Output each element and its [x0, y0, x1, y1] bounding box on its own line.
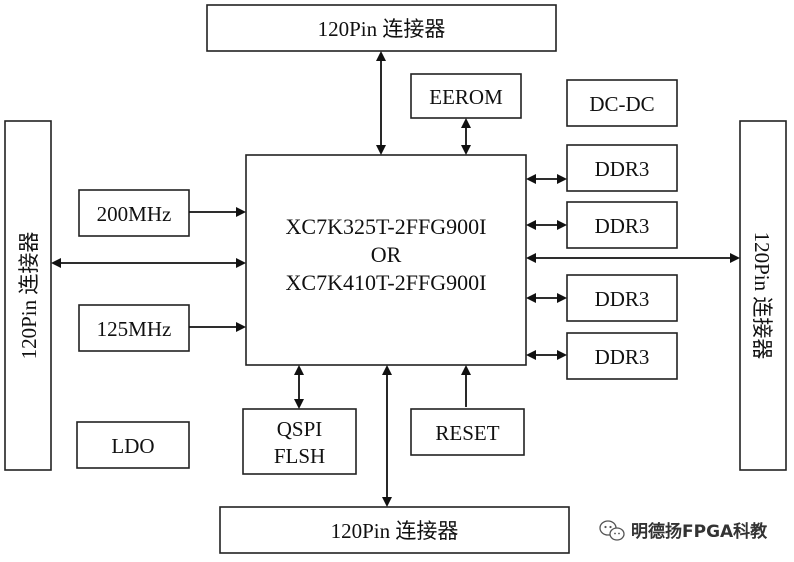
dcdc-block: DC-DC [566, 79, 678, 127]
eerom-block: EEROM [410, 73, 522, 119]
eerom-label: EEROM [429, 85, 503, 109]
fpga-part-2: XC7K410T-2FFG900I [286, 270, 487, 295]
ldo-label: LDO [111, 434, 154, 458]
top-connector: 120Pin 连接器 [206, 4, 557, 52]
qspi-label: QSPI [277, 417, 323, 441]
flsh-label: FLSH [274, 444, 325, 468]
ddr3-block-3: DDR3 [566, 274, 678, 322]
ddr3-label-3: DDR3 [595, 287, 650, 311]
ddr3-block-4: DDR3 [566, 332, 678, 380]
ddr3-label-4: DDR3 [595, 345, 650, 369]
bottom-connector-label: 120Pin 连接器 [331, 519, 459, 543]
top-connector-label: 120Pin 连接器 [318, 17, 446, 41]
ddr3-label-2: DDR3 [595, 214, 650, 238]
reset-label: RESET [435, 421, 499, 445]
left-connector: 120Pin 连接器 [4, 120, 52, 471]
left-connector-label: 120Pin 连接器 [17, 232, 41, 360]
fpga-part-1: XC7K325T-2FFG900I [286, 214, 487, 239]
ddr3-block-2: DDR3 [566, 201, 678, 249]
ddr3-block-1: DDR3 [566, 144, 678, 192]
wechat-icon [599, 520, 625, 541]
connections [51, 51, 740, 507]
watermark: 明德扬FPGA科教 [599, 520, 768, 542]
fpga-block: XC7K325T-2FFG900I OR XC7K410T-2FFG900I [245, 154, 527, 366]
bottom-connector: 120Pin 连接器 [219, 506, 570, 554]
reset-block: RESET [410, 408, 525, 456]
watermark-text: 明德扬FPGA科教 [631, 521, 768, 542]
clk-125mhz-block: 125MHz [78, 304, 190, 352]
ddr3-label-1: DDR3 [595, 157, 650, 181]
right-connector-label: 120Pin 连接器 [750, 232, 774, 360]
dcdc-label: DC-DC [589, 92, 654, 116]
clk-200mhz-label: 200MHz [97, 202, 172, 226]
ldo-block: LDO [76, 421, 190, 469]
clk-200mhz-block: 200MHz [78, 189, 190, 237]
clk-125mhz-label: 125MHz [97, 317, 172, 341]
fpga-or: OR [371, 242, 402, 267]
qspi-flash-block: QSPI FLSH [242, 408, 357, 475]
right-connector: 120Pin 连接器 [739, 120, 787, 471]
